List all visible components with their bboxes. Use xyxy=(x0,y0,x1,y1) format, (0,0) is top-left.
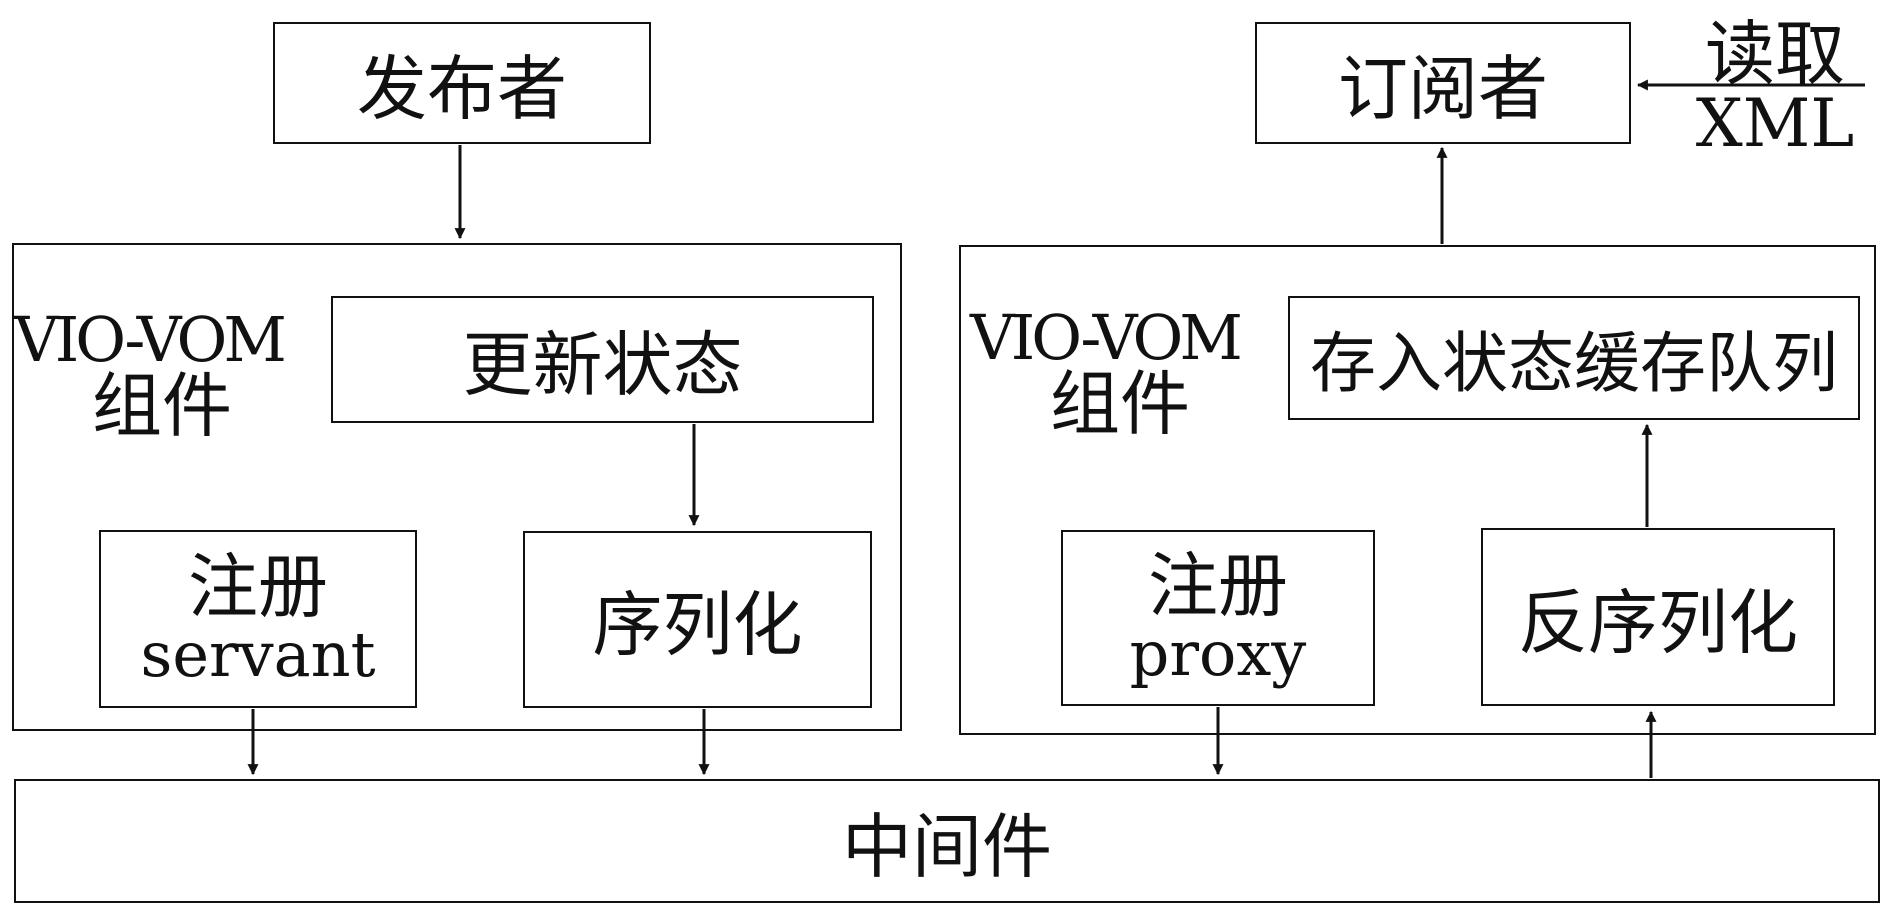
read-xml-line1: 读取 xyxy=(1705,12,1845,95)
serialize-box: 序列化 xyxy=(523,531,872,708)
middleware-label: 中间件 xyxy=(842,805,1052,888)
deserialize-box: 反序列化 xyxy=(1481,528,1835,706)
right-component-title-line1: VIO-VOM xyxy=(970,300,1243,374)
register-proxy-line2: proxy xyxy=(1129,617,1307,691)
deserialize-label: 反序列化 xyxy=(1518,581,1798,664)
register-proxy-box: 注册 proxy xyxy=(1061,530,1375,706)
left-component-title-line2: 组件 xyxy=(92,364,232,447)
middleware-box: 中间件 xyxy=(14,779,1880,903)
read-xml-line2: XML xyxy=(1695,85,1855,163)
register-servant-line2: servant xyxy=(140,618,376,692)
update-state-label: 更新状态 xyxy=(462,324,743,406)
publisher-box: 发布者 xyxy=(273,22,651,144)
right-component-title: VIO-VOM 组件 xyxy=(970,298,1270,448)
left-component-title: VIO-VOM 组件 xyxy=(14,300,314,450)
store-queue-box: 存入状态缓存队列 xyxy=(1288,296,1860,420)
subscriber-label: 订阅者 xyxy=(1338,47,1548,130)
register-proxy-line1: 注册 xyxy=(1148,544,1288,627)
left-component-title-line1: VIO-VOM xyxy=(14,302,287,376)
serialize-label: 序列化 xyxy=(592,584,803,666)
read-xml-label: 读取 XML xyxy=(1675,8,1875,168)
publisher-label: 发布者 xyxy=(357,47,567,130)
subscriber-box: 订阅者 xyxy=(1255,22,1631,144)
right-component-title-line2: 组件 xyxy=(1050,362,1190,445)
register-servant-box: 注册 servant xyxy=(99,530,417,708)
update-state-box: 更新状态 xyxy=(331,296,874,423)
store-queue-label: 存入状态缓存队列 xyxy=(1310,325,1838,402)
register-servant-line1: 注册 xyxy=(188,545,328,628)
